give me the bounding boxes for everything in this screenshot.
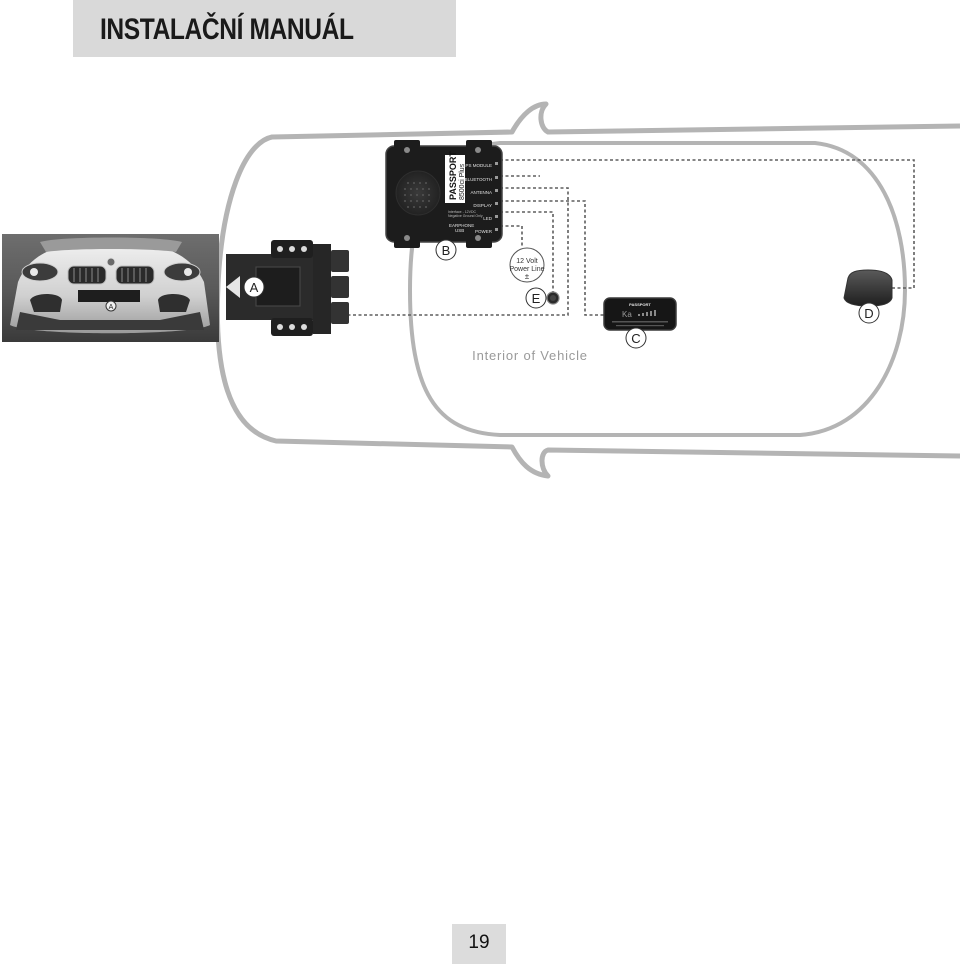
wire-display xyxy=(500,200,608,316)
page-number-box: 19 xyxy=(452,924,506,964)
component-b-main-unit: PASSPORT 8500ci Plus Interface - 12VDC N… xyxy=(385,140,503,261)
main-unit-model: 8500ci Plus xyxy=(459,163,466,200)
callout-a-small: A xyxy=(109,304,114,311)
main-unit-brand: PASSPORT xyxy=(448,151,458,200)
component-e-led: E xyxy=(525,287,560,309)
main-unit-spec-1: Interface - 12VDC xyxy=(448,210,476,214)
power-line-label-2: Power Line xyxy=(509,266,544,273)
page-title: INSTALAČNÍ MANUÁL xyxy=(100,13,354,46)
power-line-symbol: ± xyxy=(525,272,530,281)
main-unit-spec-2: Negative Ground Only xyxy=(448,214,483,218)
component-c-display: PASSPORT Ka C xyxy=(603,297,677,349)
wiring xyxy=(230,159,915,316)
component-d-rear-sensor: D xyxy=(843,269,893,324)
car-front-photo: A xyxy=(2,234,219,342)
wire-antenna xyxy=(230,187,569,316)
page-number: 19 xyxy=(468,932,490,953)
interior-label: Interior of Vehicle xyxy=(472,348,588,363)
speaker-grille xyxy=(404,182,430,208)
wire-gps xyxy=(500,159,915,289)
callout-d: D xyxy=(864,306,873,321)
wire-power xyxy=(500,225,523,246)
port-usb: USB xyxy=(455,228,464,233)
callout-b: B xyxy=(442,243,451,258)
callout-a: A xyxy=(250,280,259,295)
component-a-antenna: A xyxy=(226,240,349,336)
port-led: LED xyxy=(483,216,493,221)
port-gps: GPS MODULE xyxy=(462,163,492,168)
display-band: Ka xyxy=(622,310,632,319)
port-power: POWER xyxy=(475,229,493,234)
callout-e: E xyxy=(532,291,541,306)
port-display: DISPLAY xyxy=(473,203,492,208)
power-line-label-1: 12 Volt xyxy=(516,258,537,265)
display-brand: PASSPORT xyxy=(629,302,651,307)
port-earphone: EARPHONE xyxy=(449,223,474,228)
callout-c: C xyxy=(631,331,640,346)
port-antenna: ANTENNA xyxy=(470,190,492,195)
header-banner xyxy=(73,0,456,57)
port-bluetooth: BLUETOOTH xyxy=(465,177,492,182)
power-line: 12 Volt Power Line ± xyxy=(509,247,545,283)
wire-led xyxy=(500,211,554,292)
